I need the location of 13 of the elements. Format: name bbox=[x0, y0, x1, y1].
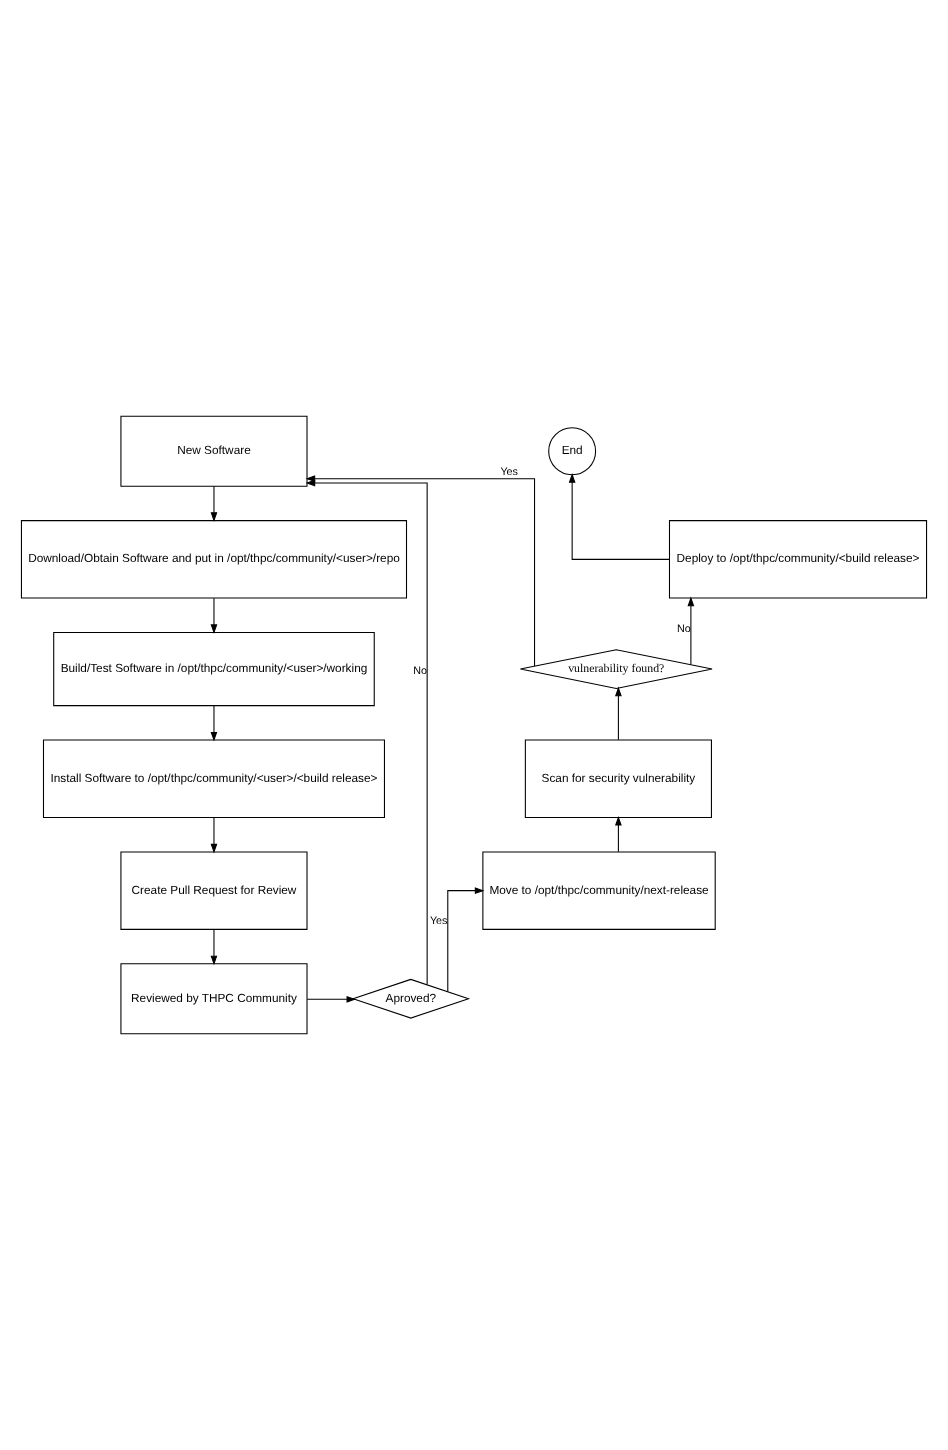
arrow bbox=[210, 817, 218, 854]
arrow bbox=[210, 597, 218, 635]
arrow bbox=[568, 473, 670, 560]
arrow bbox=[306, 995, 357, 1003]
arrow bbox=[615, 686, 622, 741]
arrow bbox=[210, 485, 218, 522]
arrow bbox=[687, 596, 695, 665]
arrow bbox=[210, 705, 218, 742]
arrow bbox=[447, 887, 485, 993]
arrow bbox=[615, 815, 622, 853]
arrow bbox=[210, 929, 218, 966]
arrow bbox=[305, 479, 428, 985]
arrow bbox=[305, 475, 536, 667]
